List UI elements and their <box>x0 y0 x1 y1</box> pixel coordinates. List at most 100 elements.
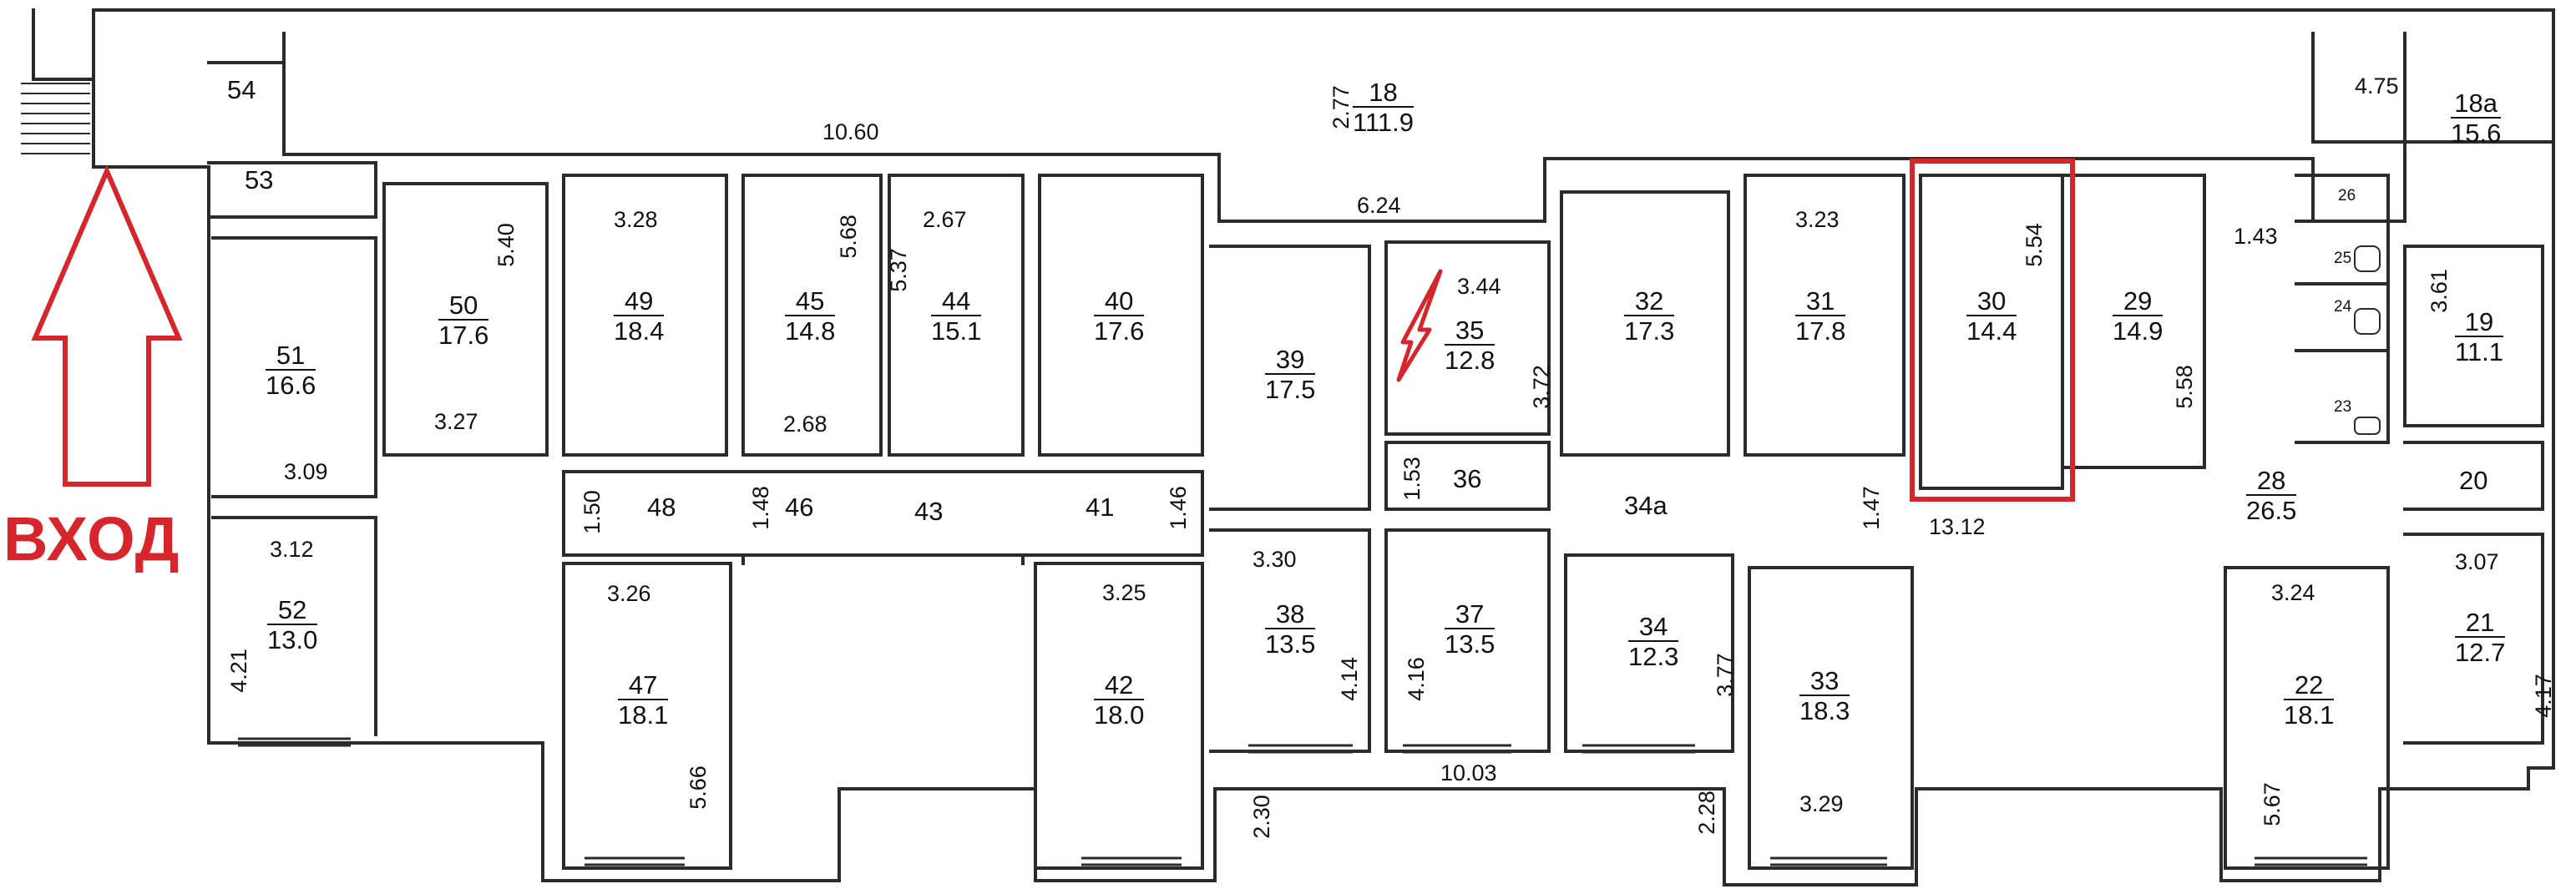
room-label-36: 36 <box>1453 464 1482 493</box>
room-label-23: 23 <box>2334 398 2352 416</box>
dimension-label: 5.68 <box>835 215 861 259</box>
entrance-arrow-icon <box>31 164 183 487</box>
room-51-wall <box>211 236 377 498</box>
corridor-48-41 <box>562 470 1204 557</box>
room-52-wall <box>211 516 377 736</box>
room-35-wall <box>1384 240 1551 436</box>
dimension-label: 2.68 <box>783 412 827 437</box>
room-42-wall <box>1034 562 1204 870</box>
dimension-label: 3.12 <box>270 537 314 562</box>
dimension-label: 4.16 <box>1403 657 1429 701</box>
room-label-20: 20 <box>2459 466 2488 495</box>
dimension-label: 3.25 <box>1102 580 1146 605</box>
room-47-wall <box>562 562 732 870</box>
room-31-wall <box>1743 174 1905 457</box>
room-40-wall <box>1038 174 1204 457</box>
room-36-wall <box>1384 441 1551 511</box>
room-29-wall <box>2061 174 2206 469</box>
dimension-label: 2.28 <box>1693 791 1719 835</box>
toilet-icons <box>2354 245 2381 435</box>
room-label-53: 53 <box>245 165 274 194</box>
room-19-wall <box>2403 245 2544 427</box>
dimension-label: 4.21 <box>225 649 251 693</box>
room-44-wall <box>888 174 1025 457</box>
block-between-47-42 <box>741 553 1025 565</box>
dimension-label: 4.75 <box>2355 73 2399 98</box>
dimension-label: 3.23 <box>1795 207 1840 232</box>
room-label-41: 41 <box>1086 492 1115 522</box>
dimension-label: 6.24 <box>1357 193 1401 218</box>
dimension-label: 3.77 <box>1712 653 1738 697</box>
room-32-wall <box>1560 190 1730 457</box>
dimension-label: 3.44 <box>1457 274 1501 299</box>
dimension-label: 3.26 <box>607 581 651 606</box>
room-label-48: 48 <box>647 492 676 522</box>
dimension-label: 1.47 <box>1858 486 1884 530</box>
stairs-icon <box>21 83 90 154</box>
entrance-label: ВХОД <box>3 504 180 573</box>
dimension-label: 1.50 <box>579 490 605 534</box>
dimension-label: 10.03 <box>1440 760 1497 785</box>
dimension-label: 3.72 <box>1528 365 1554 409</box>
room-label-54: 54 <box>227 75 256 104</box>
dimension-label: 1.48 <box>747 486 773 530</box>
room-label-24: 24 <box>2334 298 2352 316</box>
wc-block <box>2295 174 2390 444</box>
dimension-label: 2.77 <box>1328 85 1354 129</box>
room-33-wall <box>1748 566 1914 870</box>
dimension-label: 1.43 <box>2234 224 2278 249</box>
room-45-wall <box>741 174 883 457</box>
dimension-label: 3.28 <box>614 207 658 232</box>
room-20-wall <box>2403 441 2544 511</box>
dimension-label: 2.67 <box>923 207 967 232</box>
dimension-label: 4.14 <box>1336 657 1362 701</box>
room-30-wall <box>1919 174 2064 490</box>
dimension-label: 3.24 <box>2271 580 2315 605</box>
dimension-label: 5.67 <box>2259 782 2285 826</box>
dimension-label: 1.46 <box>1165 486 1191 530</box>
outer-wall <box>92 8 2555 886</box>
dimension-label: 13.12 <box>1929 514 1986 539</box>
dimension-label: 5.58 <box>2171 365 2197 409</box>
room-label-46: 46 <box>785 492 814 522</box>
dimension-label: 2.30 <box>1248 795 1274 839</box>
dimension-label: 5.40 <box>493 223 519 267</box>
room-50-wall <box>382 182 549 457</box>
room-34-wall <box>1564 553 1734 753</box>
dimension-label: 1.53 <box>1399 457 1425 501</box>
dimension-label: 3.29 <box>1799 791 1844 816</box>
room-49-wall <box>562 174 728 457</box>
room-label-34a: 34a <box>1624 491 1668 520</box>
stair-box <box>32 8 95 81</box>
room-53-wall <box>207 161 377 219</box>
dimension-label: 4.17 <box>2530 674 2556 718</box>
room-18a-wall <box>2311 32 2555 144</box>
dimension-label: 5.66 <box>685 765 711 810</box>
dimension-label: 5.54 <box>2021 223 2047 267</box>
room-label-25: 25 <box>2334 250 2352 267</box>
